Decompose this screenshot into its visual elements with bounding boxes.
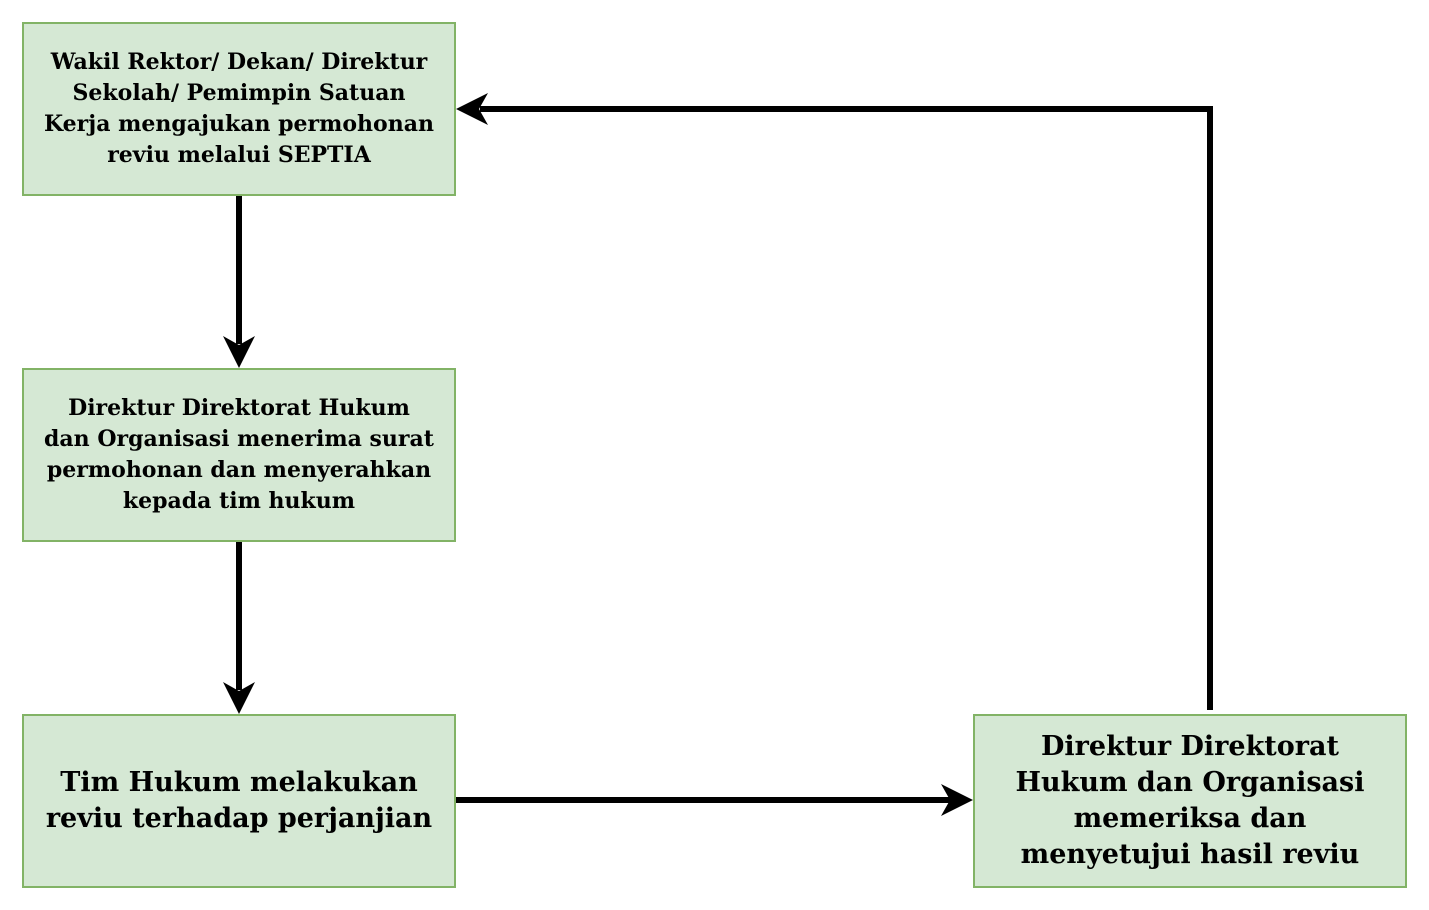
node-label-line: Kerja mengajukan permohonan <box>44 111 434 137</box>
node-label-line: memeriksa dan <box>1073 803 1307 834</box>
node-label-line: permohonan dan menyerahkan <box>46 457 432 483</box>
arrowhead-icon <box>941 784 973 816</box>
node-label-line: reviu melalui SEPTIA <box>107 142 371 168</box>
edge-node-1-to-node-2 <box>223 196 255 368</box>
node-label-line: kepada tim hukum <box>122 488 356 514</box>
arrowhead-icon <box>223 336 255 368</box>
flow-node-submit-request: Wakil Rektor/ Dekan/ Direktur Sekolah/ P… <box>22 22 456 196</box>
node-label: Wakil Rektor/ Dekan/ Direktur Sekolah/ P… <box>44 47 434 171</box>
node-label-line: Wakil Rektor/ Dekan/ Direktur <box>50 49 428 75</box>
node-label-line: Direktur Direktorat <box>1041 731 1339 762</box>
node-label: Direktur Direktorat Hukum dan Organisasi… <box>1015 729 1364 873</box>
node-label-line: Direktur Direktorat Hukum <box>68 395 410 421</box>
flow-node-receive-letter: Direktur Direktorat Hukum dan Organisasi… <box>22 368 456 542</box>
node-label-line: dan Organisasi menerima surat <box>44 426 434 452</box>
node-label-line: Hukum dan Organisasi <box>1015 767 1365 798</box>
arrowhead-icon <box>223 682 255 714</box>
node-label: Direktur Direktorat Hukum dan Organisasi… <box>44 393 434 517</box>
node-label-line: Tim Hukum melakukan <box>60 767 418 798</box>
arrowhead-icon <box>456 93 488 125</box>
node-label-line: menyetujui hasil reviu <box>1020 839 1360 870</box>
node-label-line: Sekolah/ Pemimpin Satuan <box>72 80 406 106</box>
node-label: Tim Hukum melakukan reviu terhadap perja… <box>46 765 432 837</box>
edge-node-2-to-node-3 <box>223 542 255 714</box>
edge-node-3-to-node-4 <box>456 784 973 816</box>
flow-node-approve-review: Direktur Direktorat Hukum dan Organisasi… <box>973 714 1407 888</box>
edge-node-4-to-node-1 <box>456 93 1213 710</box>
flow-node-legal-review: Tim Hukum melakukan reviu terhadap perja… <box>22 714 456 888</box>
node-label-line: reviu terhadap perjanjian <box>45 803 433 834</box>
